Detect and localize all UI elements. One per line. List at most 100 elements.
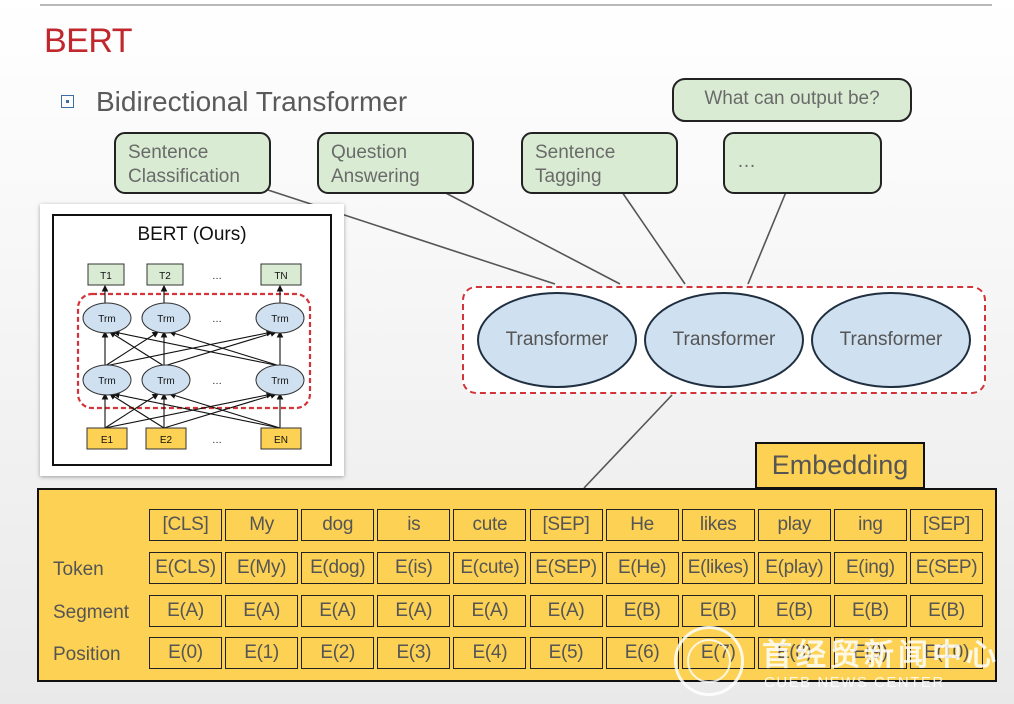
bert-trm-lower-1 xyxy=(82,364,132,396)
bert-trm-upper-n-label: Trm xyxy=(271,314,288,325)
position-embedding-cell: E(1) xyxy=(225,637,299,669)
position-embedding-cell: E(8) xyxy=(757,637,831,669)
row-label-position: Position xyxy=(53,644,121,665)
bert-figure-highlight xyxy=(76,292,312,410)
word-cell: He xyxy=(605,509,679,541)
segment-embedding-cell: E(B) xyxy=(681,595,755,627)
bert-trm-lower-n xyxy=(255,364,305,396)
position-embedding-cell: E(7) xyxy=(681,637,755,669)
segment-embedding-cell: E(B) xyxy=(605,595,679,627)
position-embedding-cell: E(4) xyxy=(453,637,527,669)
word-cell: dog xyxy=(301,509,375,541)
word-cell: likes xyxy=(681,509,755,541)
bullet-square-icon xyxy=(61,95,74,108)
connector-embedding xyxy=(583,394,673,489)
position-embedding-cell: E(5) xyxy=(529,637,603,669)
word-cell: [SEP] xyxy=(529,509,603,541)
bert-trm-lower-2 xyxy=(141,364,191,396)
bert-input-ellipsis: … xyxy=(212,435,222,446)
position-embedding-cell: E(0) xyxy=(149,637,222,669)
task-question-answering: Question Answering xyxy=(317,132,474,194)
connector-sentence-tagging xyxy=(621,191,686,285)
token-embedding-cell: E(is) xyxy=(377,552,451,584)
position-embedding-cell: E(10) xyxy=(910,637,983,669)
row-label-token: Token xyxy=(53,559,104,580)
bert-figure-title: BERT (Ours) xyxy=(137,224,247,245)
token-embedding-cell: E(My) xyxy=(225,552,299,584)
word-cell: [SEP] xyxy=(910,509,983,541)
segment-embedding-cell: E(A) xyxy=(225,595,299,627)
bert-trm-lower-ellipsis: … xyxy=(212,376,222,387)
transformer-node-3: Transformer xyxy=(811,292,971,388)
bert-trm-upper-ellipsis: … xyxy=(212,314,222,325)
word-cell: cute xyxy=(453,509,527,541)
bert-trm-lower-1-label: Trm xyxy=(98,376,115,387)
word-cell: ing xyxy=(833,509,907,541)
segment-embedding-cell: E(A) xyxy=(529,595,603,627)
bert-input-box-1 xyxy=(86,427,128,450)
question-bubble: What can output be? xyxy=(672,78,912,122)
bert-trm-upper-2-label: Trm xyxy=(157,314,174,325)
bert-figure-frame: BERT (Ours) xyxy=(52,214,332,466)
row-label-segment: Segment xyxy=(53,602,130,623)
bert-figure-diagram: T1 T2 … TN Trm Trm … Trm Trm Trm … Trm E… xyxy=(76,263,312,450)
segment-embedding-cell: E(B) xyxy=(833,595,907,627)
word-cell: [CLS] xyxy=(149,509,222,541)
bullet-text: Bidirectional Transformer xyxy=(96,86,408,117)
bert-output-ellipsis: … xyxy=(212,271,222,282)
bert-output-label-n: TN xyxy=(274,271,287,282)
bert-figure-upper-edges xyxy=(101,284,284,304)
token-embedding-cell: E(SEP) xyxy=(910,552,983,584)
bert-figure-lower-edges xyxy=(101,391,284,429)
bert-trm-lower-n-label: Trm xyxy=(271,376,288,387)
position-embedding-cell: E(2) xyxy=(301,637,375,669)
token-embedding-cell: E(likes) xyxy=(681,552,755,584)
position-embedding-cell: E(6) xyxy=(605,637,679,669)
bert-input-label-2: E2 xyxy=(160,435,173,446)
embedding-label: Embedding xyxy=(755,442,925,489)
bert-input-box-n xyxy=(260,427,302,450)
bert-trm-lower-2-label: Trm xyxy=(157,376,174,387)
bert-trm-upper-2 xyxy=(141,302,191,334)
segment-embedding-cell: E(B) xyxy=(910,595,983,627)
bert-trm-upper-1 xyxy=(82,302,132,334)
transformer-node-1: Transformer xyxy=(477,292,637,388)
segment-embedding-cell: E(B) xyxy=(757,595,831,627)
bert-output-box-1 xyxy=(87,263,125,286)
bert-output-label-1: T1 xyxy=(100,271,112,282)
token-embedding-cell: E(CLS) xyxy=(149,552,222,584)
connector-ellipsis xyxy=(747,191,787,285)
bert-output-label-2: T2 xyxy=(159,271,171,282)
token-embedding-cell: E(He) xyxy=(605,552,679,584)
word-cell: play xyxy=(757,509,831,541)
word-cell: is xyxy=(377,509,451,541)
bert-trm-upper-n xyxy=(255,302,305,334)
segment-embedding-cell: E(A) xyxy=(149,595,222,627)
token-embedding-cell: E(cute) xyxy=(453,552,527,584)
token-embedding-cell: E(SEP) xyxy=(529,552,603,584)
bert-output-box-n xyxy=(260,263,302,286)
position-embedding-cell: E(3) xyxy=(377,637,451,669)
segment-embedding-cell: E(A) xyxy=(301,595,375,627)
segment-embedding-cell: E(A) xyxy=(377,595,451,627)
bert-output-box-2 xyxy=(146,263,184,286)
connector-question-answering xyxy=(439,189,621,285)
transformer-node-2: Transformer xyxy=(644,292,804,388)
word-cell: My xyxy=(225,509,299,541)
position-embedding-cell: E(9) xyxy=(833,637,907,669)
bert-figure-middle-edges xyxy=(101,329,284,367)
task-ellipsis: … xyxy=(723,132,882,194)
bert-input-label-1: E1 xyxy=(101,435,114,446)
bert-input-box-2 xyxy=(145,427,187,450)
bert-input-label-n: EN xyxy=(274,435,288,446)
bert-paper-figure: BERT (Ours) xyxy=(40,204,344,476)
token-embedding-cell: E(play) xyxy=(757,552,831,584)
top-divider xyxy=(40,4,992,6)
task-sentence-classification: Sentence Classification xyxy=(114,132,271,194)
segment-embedding-cell: E(A) xyxy=(453,595,527,627)
slide-title: BERT xyxy=(44,22,133,60)
task-sentence-tagging: Sentence Tagging xyxy=(521,132,678,194)
bert-trm-upper-1-label: Trm xyxy=(98,314,115,325)
token-embedding-cell: E(ing) xyxy=(833,552,907,584)
